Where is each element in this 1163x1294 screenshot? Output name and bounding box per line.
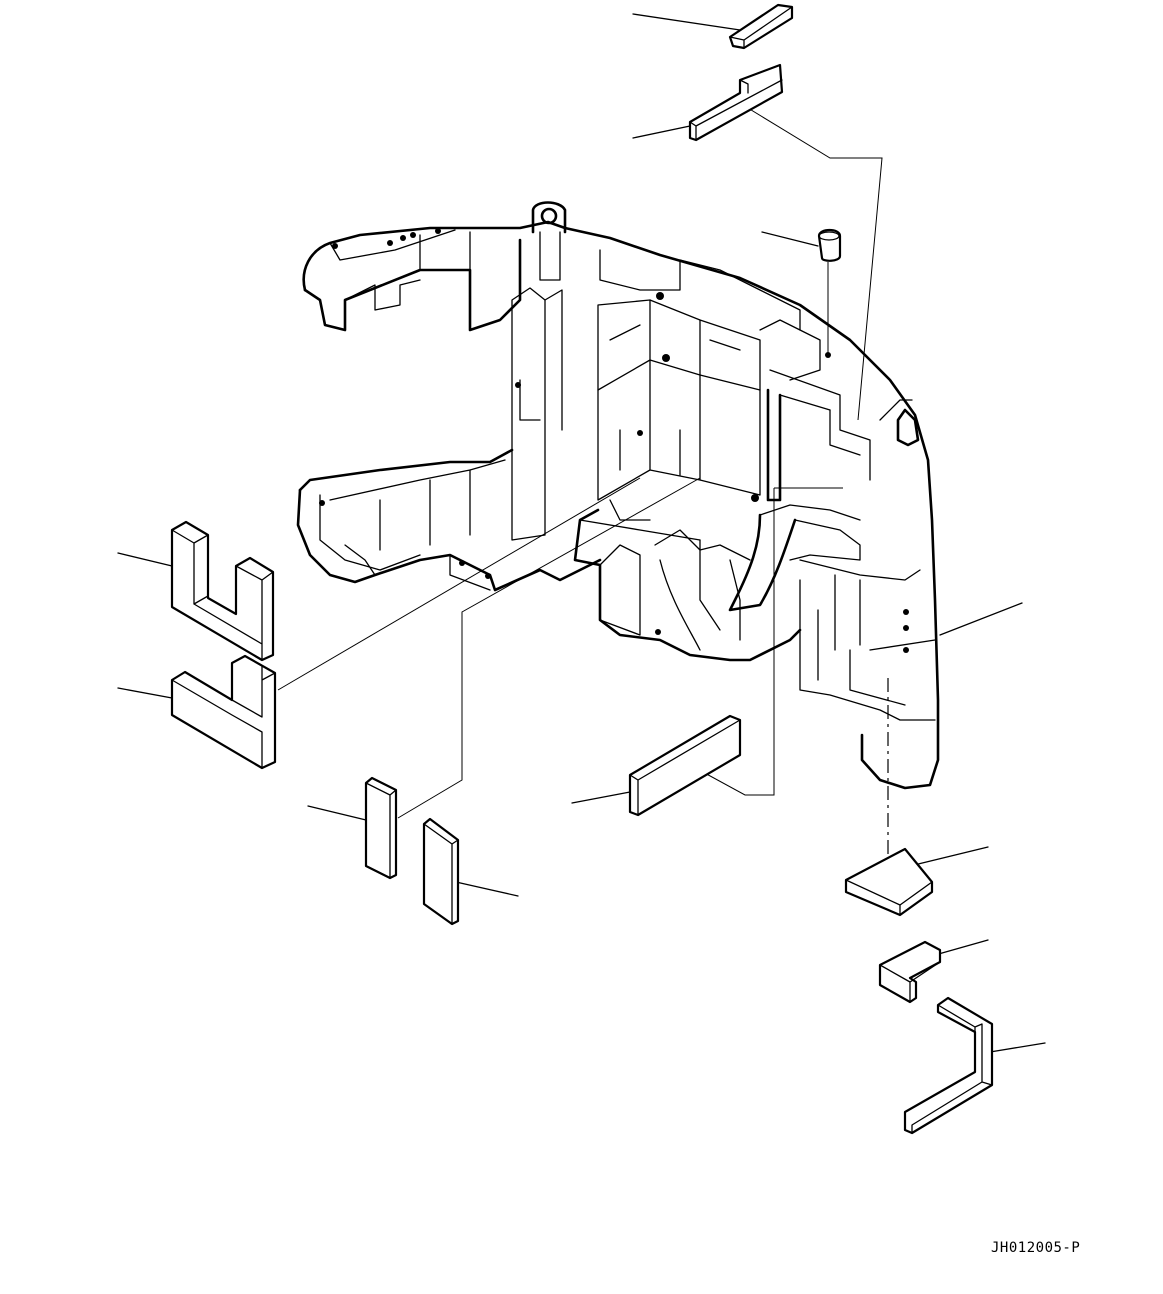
main-frame bbox=[296, 201, 940, 790]
narrow-shim-right bbox=[422, 817, 460, 926]
leader-lines bbox=[117, 13, 1046, 1053]
long-l-bar bbox=[903, 996, 994, 1135]
long-flat-plate bbox=[628, 714, 742, 817]
u-shaped-plate bbox=[170, 520, 275, 662]
top-small-spacer bbox=[728, 3, 794, 50]
corner-plate bbox=[844, 847, 934, 917]
top-plate-with-tab bbox=[688, 63, 784, 142]
assembly-lines bbox=[277, 101, 889, 872]
small-l-bracket bbox=[878, 940, 942, 1004]
narrow-shim-left bbox=[364, 776, 398, 880]
drawing-code-label: JH012005-P bbox=[991, 1240, 1081, 1256]
cylindrical-plug bbox=[817, 228, 842, 262]
l-shaped-plate bbox=[170, 654, 277, 770]
